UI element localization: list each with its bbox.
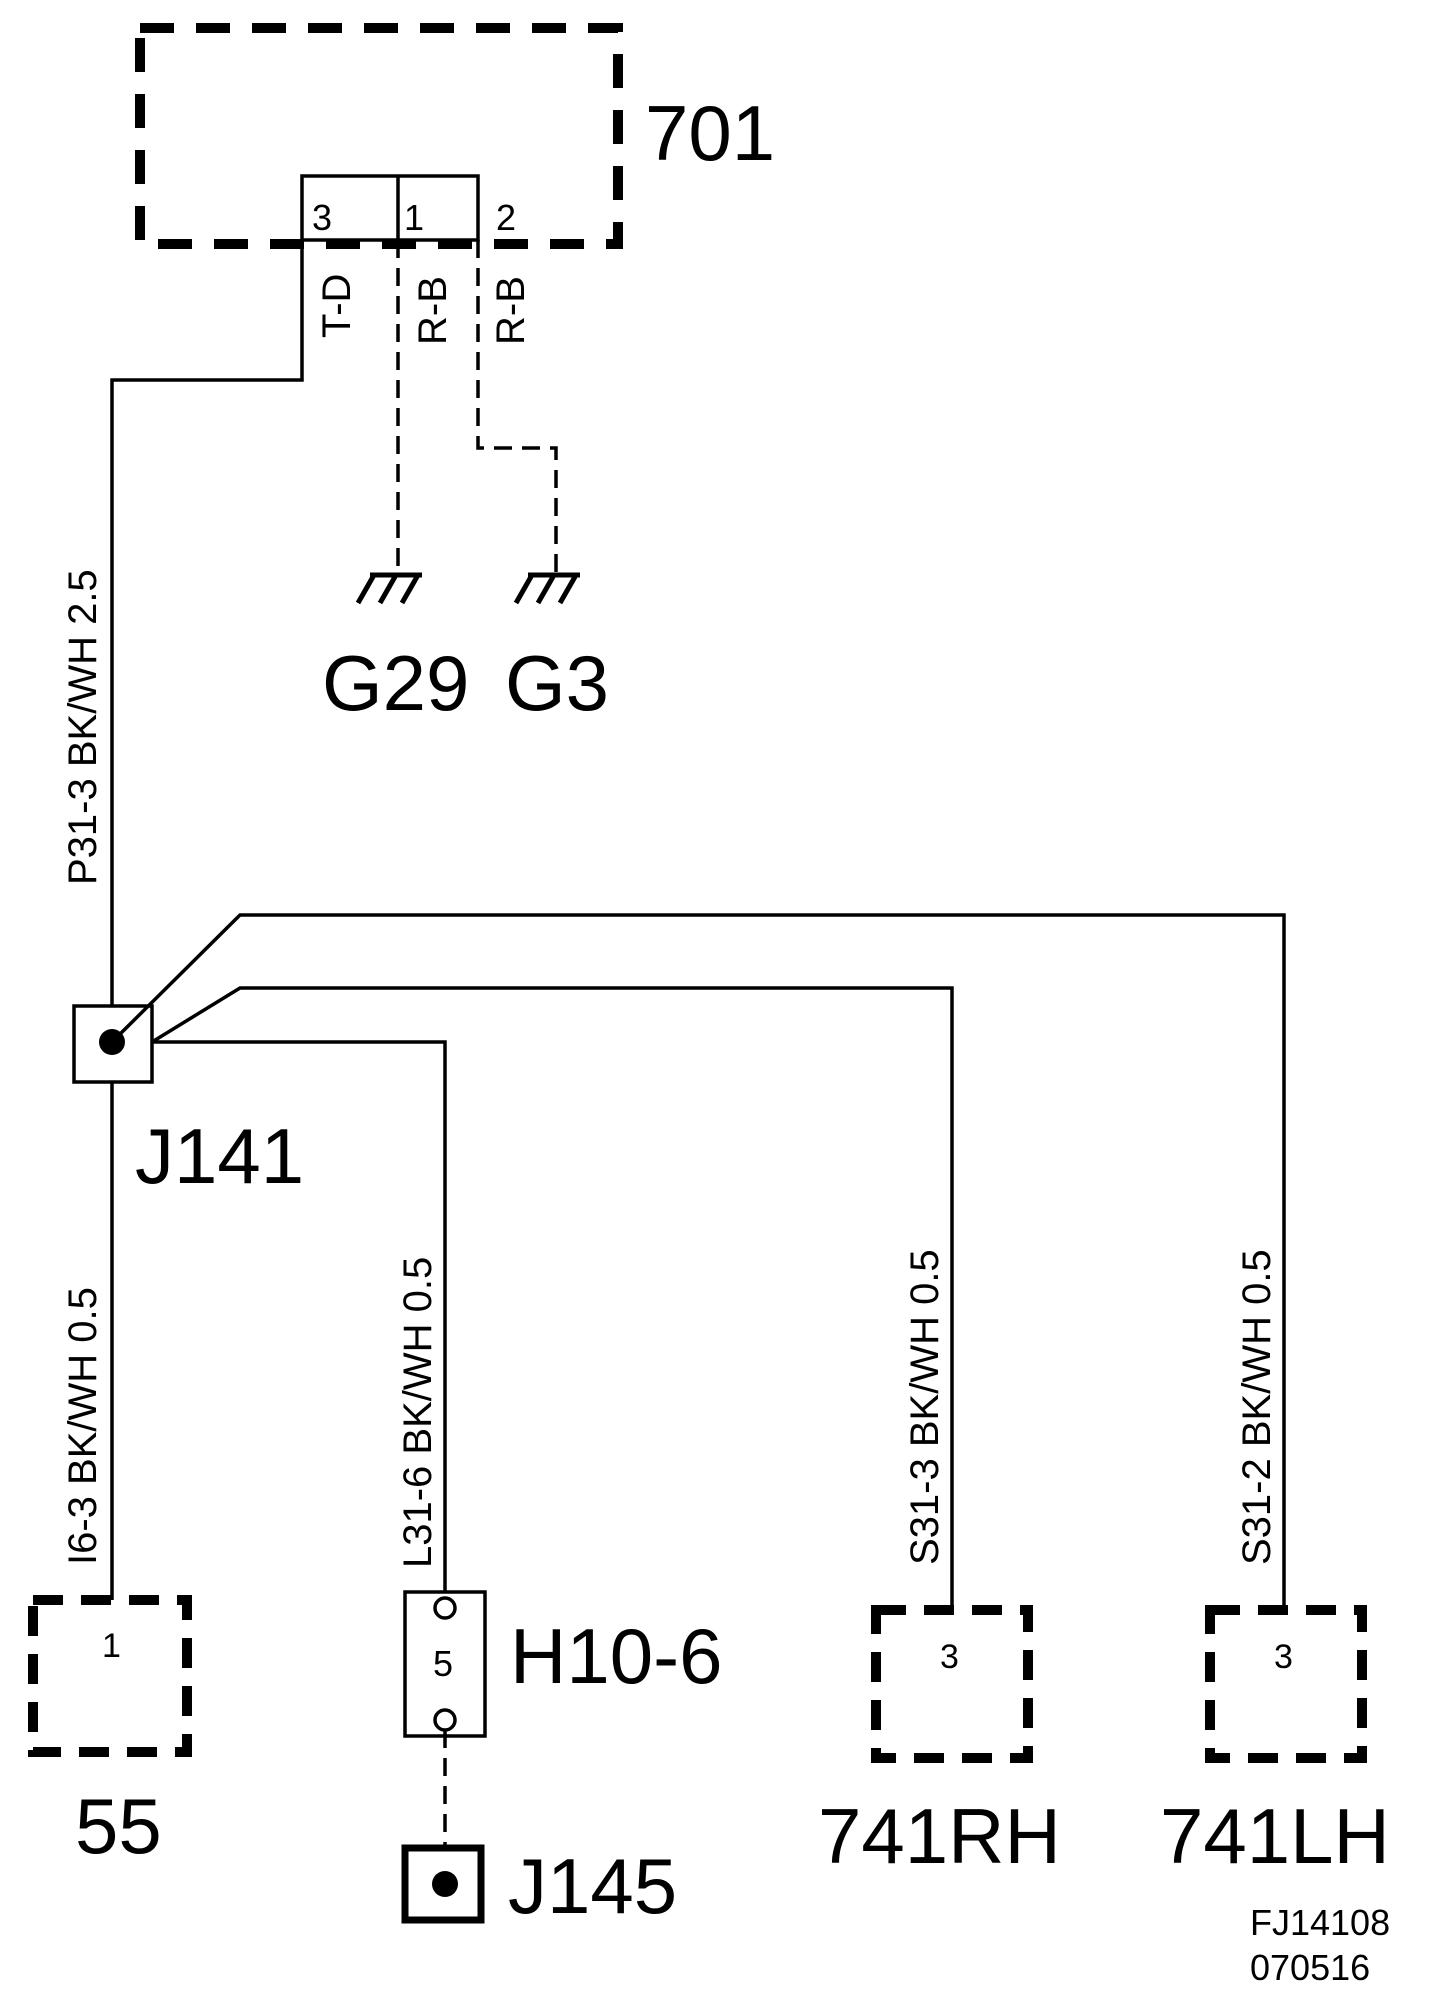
wire-t-d-label: T-D — [315, 274, 359, 338]
splice-j145-label: J145 — [508, 1842, 677, 1930]
component-55: 1 55 — [28, 1595, 192, 1870]
component-741rh: 3 741RH — [818, 1605, 1061, 1880]
connector-h10-6-pin: 5 — [433, 1643, 453, 1684]
component-741lh: 3 741LH — [1160, 1605, 1390, 1880]
connector-h10-6-label: H10-6 — [510, 1612, 722, 1700]
wire-p31-3-path — [110, 240, 304, 1035]
wire-l31-6-path — [152, 1040, 447, 1600]
splice-j141: J141 — [72, 1004, 304, 1200]
wire-rb-g3: R-B — [476, 240, 558, 575]
connector-h10-6: 5 H10-6 — [403, 1590, 722, 1738]
module-701-outline — [135, 23, 623, 249]
splice-j145-dot — [432, 1871, 458, 1897]
ground-g29: G29 — [322, 572, 469, 727]
wire-s31-2: S31-2 BK/WH 0.5 — [110, 913, 1286, 1610]
wire-s31-3-path — [151, 986, 954, 1610]
component-741lh-label: 741LH — [1160, 1792, 1390, 1880]
splice-j141-label: J141 — [135, 1112, 304, 1200]
wire-i6-3-label: I6-3 BK/WH 0.5 — [61, 1287, 105, 1565]
module-701-pin-1: 1 — [404, 197, 424, 238]
module-701-pin-3: 3 — [312, 197, 332, 238]
module-701: 701 3 1 2 — [135, 23, 775, 249]
component-741lh-outline — [1205, 1605, 1367, 1763]
wire-s31-3: S31-3 BK/WH 0.5 — [151, 986, 954, 1610]
ground-g29-label: G29 — [322, 639, 469, 727]
wire-s31-2-path — [110, 913, 1286, 1610]
connector-h10-6-bottom-pin — [433, 1708, 457, 1732]
component-55-label: 55 — [75, 1782, 162, 1870]
connector-h10-6-top-pin — [433, 1596, 457, 1620]
wire-l31-6: L31-6 BK/WH 0.5 — [152, 1040, 447, 1600]
document-code-id: FJ14108 — [1250, 1902, 1390, 1943]
wire-rb-g29-label: R-B — [411, 276, 455, 345]
ground-g3-label: G3 — [505, 639, 609, 727]
wire-i6-3: I6-3 BK/WH 0.5 — [61, 1082, 114, 1600]
wire-s31-2-label: S31-2 BK/WH 0.5 — [1235, 1249, 1279, 1565]
component-55-pin: 1 — [102, 1627, 121, 1665]
module-701-pin-2: 2 — [496, 197, 516, 238]
splice-j145: J145 — [401, 1842, 677, 1930]
wire-p31-3-label: P31-3 BK/WH 2.5 — [61, 569, 105, 885]
wire-s31-3-label: S31-3 BK/WH 0.5 — [903, 1249, 947, 1565]
wire-p31-3: T-D P31-3 BK/WH 2.5 — [61, 240, 359, 1035]
component-55-outline — [28, 1595, 192, 1757]
component-741rh-pin: 3 — [940, 1638, 959, 1676]
wire-rb-g3-label: R-B — [489, 276, 533, 345]
module-701-connector — [300, 174, 480, 242]
wire-rb-g3-path — [476, 240, 558, 575]
module-701-label: 701 — [645, 89, 775, 177]
document-code-date: 070516 — [1250, 1947, 1370, 1988]
wire-rb-g29: R-B — [396, 240, 455, 575]
ground-g3: G3 — [505, 572, 609, 727]
wire-l31-6-label: L31-6 BK/WH 0.5 — [396, 1257, 440, 1568]
document-code: FJ14108 070516 — [1250, 1902, 1390, 1988]
component-741rh-label: 741RH — [818, 1792, 1061, 1880]
component-741rh-outline — [871, 1605, 1033, 1763]
component-741lh-pin: 3 — [1274, 1638, 1293, 1676]
